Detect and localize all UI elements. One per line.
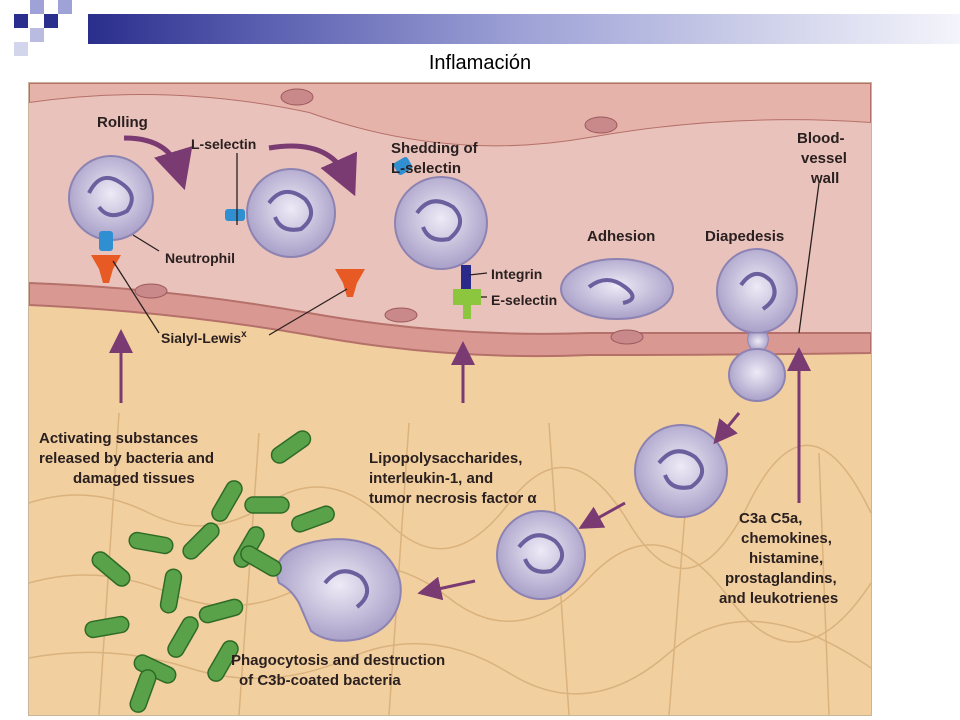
label-activating-1: Activating substances — [39, 430, 198, 447]
inflammation-diagram: Rolling L-selectin Shedding of L-selecti… — [28, 82, 872, 716]
neutrophil-adhesion — [560, 258, 674, 320]
endothelial-nucleus — [280, 88, 314, 106]
label-phagocytosis-1: Phagocytosis and destruction — [231, 652, 445, 669]
label-integrin: Integrin — [491, 266, 542, 282]
neutrophil-diapedesis — [716, 248, 798, 402]
e-selectin-icon — [453, 289, 481, 319]
rolling-arrow-2 — [268, 143, 358, 197]
neutrophil-migrating-1 — [634, 424, 728, 518]
deco-square-2 — [30, 0, 44, 14]
deco-square-3 — [44, 14, 58, 28]
label-shedding-2: L-selectin — [391, 160, 461, 177]
label-lipo-2: interleukin-1, and — [369, 470, 493, 487]
neutrophil-shedding — [394, 176, 488, 270]
deco-square-4 — [58, 0, 72, 14]
deco-square-5 — [30, 28, 44, 42]
neutrophil-rolling-2 — [246, 168, 336, 258]
integrin-icon — [461, 265, 471, 295]
label-blood-vessel-wall-1: Blood- — [797, 130, 844, 147]
label-l-selectin: L-selectin — [191, 136, 256, 152]
label-lipo-1: Lipopolysaccharides, — [369, 450, 522, 467]
label-adhesion: Adhesion — [587, 228, 655, 245]
neutrophil-migrating-2 — [496, 510, 586, 600]
label-blood-vessel-wall-2: vessel — [801, 150, 847, 167]
endothelial-nucleus — [134, 283, 168, 299]
neutrophil-phagocytosing — [276, 538, 402, 642]
deco-square-1 — [14, 14, 28, 28]
label-sialyl-lewis: Sialyl-Lewisx — [161, 329, 247, 346]
label-chemo-3: histamine, — [749, 550, 823, 567]
label-chemo-4: prostaglandins, — [725, 570, 837, 587]
endothelial-nucleus — [384, 307, 418, 323]
l-selectin-icon — [99, 157, 413, 251]
label-blood-vessel-wall-3: wall — [810, 170, 839, 187]
vessel-bottom-wall — [29, 281, 871, 358]
deco-square-6 — [14, 42, 28, 56]
pointer-lines — [112, 153, 820, 336]
endothelial-nucleus — [584, 116, 618, 134]
migration-arrows — [109, 329, 811, 601]
slide-title: Inflamación — [428, 52, 532, 74]
label-activating-3: damaged tissues — [73, 470, 195, 487]
label-rolling: Rolling — [97, 114, 148, 131]
label-e-selectin: E-selectin — [491, 292, 557, 308]
label-shedding-1: Shedding of — [391, 140, 479, 157]
label-chemo-5: and leukotrienes — [719, 590, 838, 607]
label-diapedesis: Diapedesis — [705, 228, 784, 245]
endothelial-nucleus — [610, 329, 644, 345]
header-bar — [88, 14, 960, 44]
label-phagocytosis-2: of C3b-coated bacteria — [239, 672, 401, 689]
rolling-arrow-1 — [123, 135, 193, 191]
label-chemo-2: chemokines, — [741, 530, 832, 547]
label-lipo-3: tumor necrosis factor α — [369, 490, 537, 507]
neutrophil-rolling-1 — [68, 155, 154, 241]
bacteria-cluster — [84, 430, 335, 713]
label-activating-2: released by bacteria and — [39, 450, 214, 467]
label-chemo-1: C3a C5a, — [739, 510, 802, 527]
label-neutrophil: Neutrophil — [165, 250, 235, 266]
